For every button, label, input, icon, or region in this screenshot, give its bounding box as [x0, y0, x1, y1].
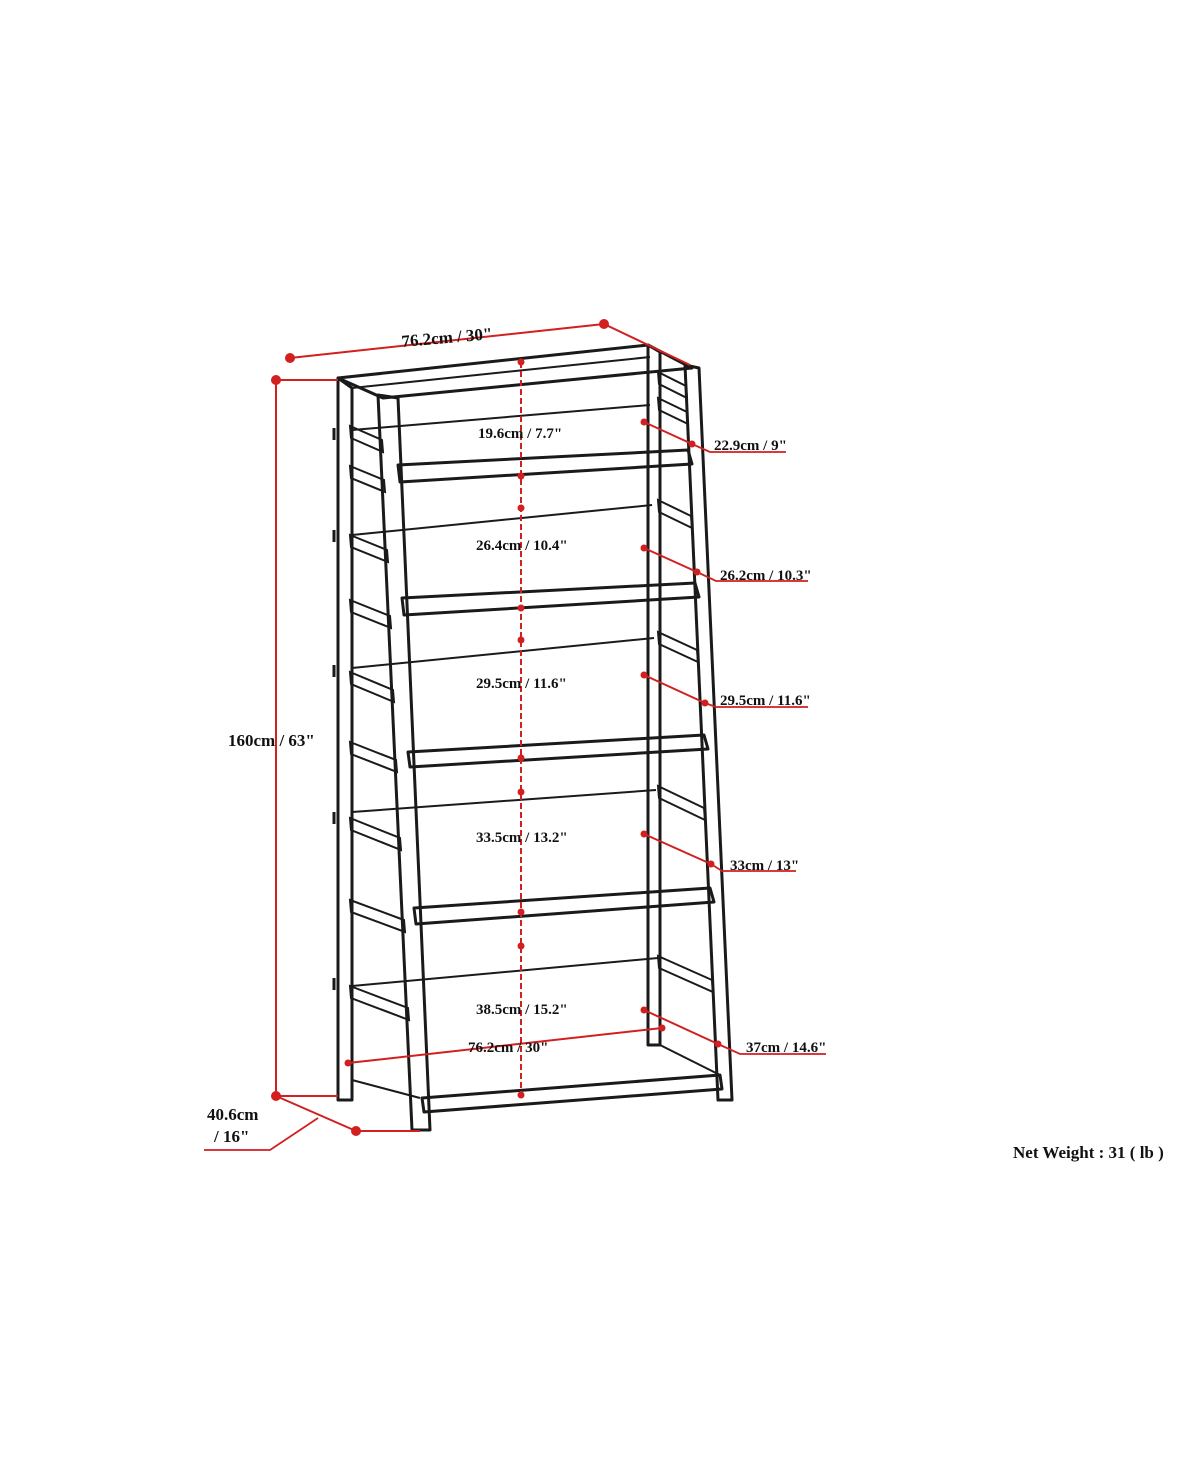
shelf-5-clearance-label: 38.5cm / 15.2": [476, 1002, 568, 1018]
depth-label-line2: / 16": [213, 1127, 249, 1146]
shelf-4-clearance-label: 33.5cm / 13.2": [476, 830, 568, 846]
depth-label-line1: 40.6cm: [207, 1105, 258, 1124]
shelf-3-back: [351, 637, 655, 669]
right-rear-leg: [646, 343, 662, 1047]
shelf-4-depth-label: 33cm / 13": [730, 858, 799, 874]
shelf-2-back: [351, 504, 653, 536]
left-front-leg: [376, 393, 432, 1132]
shelf-2-clearance-label: 26.4cm / 10.4": [476, 538, 568, 554]
right-side-rungs: [656, 370, 715, 994]
overall-width-label: 76.2cm / 30": [401, 324, 493, 351]
bottom-right-rail: [659, 1044, 721, 1076]
left-rear-leg: [336, 376, 354, 1102]
shelf-2-depth-label: 26.2cm / 10.3": [720, 568, 812, 584]
bottom-side-rail: [351, 1079, 421, 1099]
overall-width-line: [289, 323, 605, 359]
shelves: [351, 404, 724, 1114]
shelf-4: [412, 886, 716, 926]
overall-height-label: 160cm / 63": [228, 731, 315, 750]
top-cap-inner: [351, 356, 651, 389]
bottom-width-line: [347, 1027, 663, 1064]
shelf-1-back: [351, 404, 651, 431]
shelf-3: [406, 733, 710, 769]
shelf-1: [396, 448, 694, 484]
depth-line: [275, 1095, 357, 1132]
shelf-5-depth-label: 37cm / 14.6": [746, 1040, 826, 1056]
shelf-4-back: [351, 789, 657, 813]
shelf-2: [400, 581, 701, 617]
shelf-3-depth-label: 29.5cm / 11.6": [720, 693, 811, 709]
bottom-width-label: 76.2cm / 30": [468, 1040, 548, 1056]
shelf-5-back: [351, 957, 659, 987]
shelf-5: [420, 1073, 724, 1114]
left-side-rungs: [348, 424, 411, 1022]
net-weight-label: Net Weight : 31 ( lb ): [1013, 1143, 1164, 1162]
dimension-lines: [204, 319, 826, 1151]
shelf-1-depth-label: 22.9cm / 9": [714, 438, 787, 454]
right-front-leg: [683, 363, 734, 1102]
shelf-1-clearance-label: 19.6cm / 7.7": [478, 426, 562, 442]
shelf-3-clearance-label: 29.5cm / 11.6": [476, 676, 567, 692]
bookcase-frame: [332, 343, 734, 1132]
